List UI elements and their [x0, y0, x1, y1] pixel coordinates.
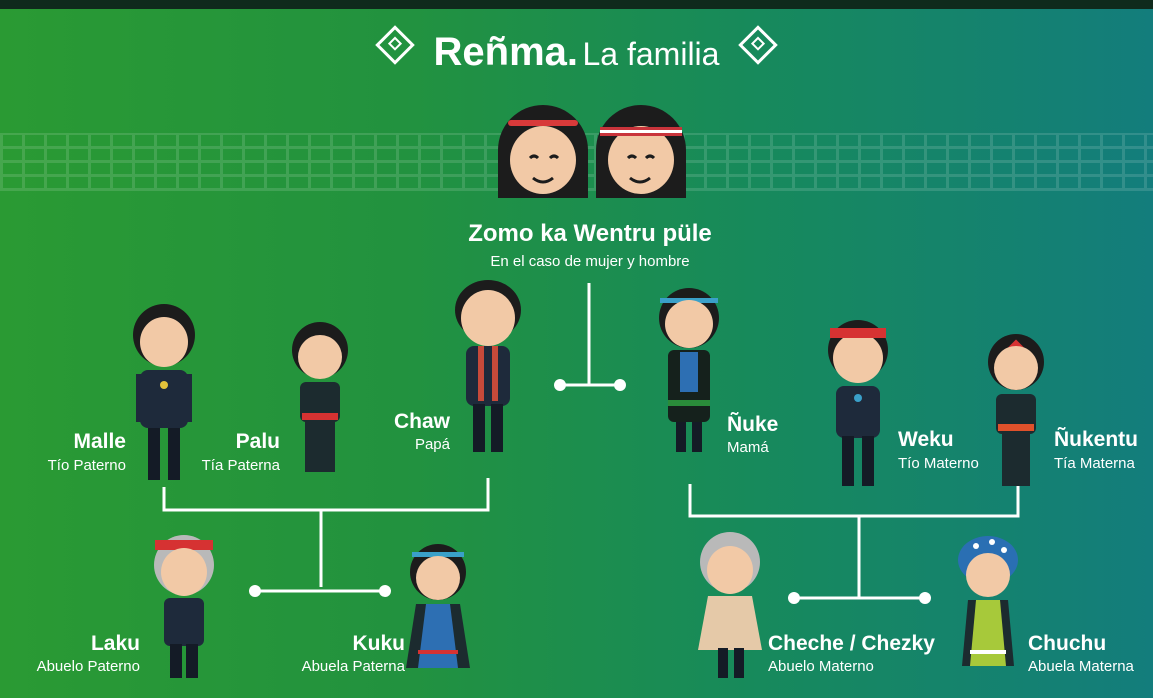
couple-description: En el caso de mujer y hombre	[490, 253, 690, 270]
chuchu-figure	[958, 536, 1018, 666]
nuke-name: Ñuke	[727, 413, 779, 436]
nuke-role: Mamá	[727, 439, 769, 456]
malle-role: Tío Paterno	[47, 457, 126, 474]
chuchu-role: Abuela Materna	[1028, 658, 1134, 675]
diamond-ornament-icon	[375, 25, 415, 65]
nuke-figure	[659, 288, 719, 452]
malle-name: Malle	[73, 430, 126, 453]
kuku-figure	[406, 544, 470, 668]
weku-figure	[828, 320, 888, 486]
laku-role: Abuelo Paterno	[36, 658, 140, 675]
cheche-name: Cheche / Chezky	[768, 632, 935, 655]
title-sub: La familia	[582, 36, 720, 72]
kuku-role: Abuela Paterna	[301, 658, 405, 675]
diamond-ornament-icon	[738, 25, 778, 65]
palu-role: Tía Paterna	[201, 457, 280, 474]
couple-faces	[498, 105, 686, 198]
title-main: Reñma.	[433, 30, 579, 74]
malle-figure	[133, 304, 195, 480]
palu-figure	[292, 322, 348, 472]
chaw-role: Papá	[414, 436, 450, 453]
nukentu-role: Tía Materna	[1054, 455, 1135, 472]
chaw-figure	[455, 280, 521, 452]
laku-name: Laku	[90, 632, 140, 655]
chaw-name: Chaw	[393, 410, 450, 433]
page-title: Reñma. La familia	[0, 25, 1153, 86]
nukentu-name: Ñukentu	[1054, 428, 1138, 451]
palu-name: Palu	[235, 430, 280, 453]
couple-name: Zomo ka Wentru püle	[468, 220, 712, 247]
cheche-role: Abuelo Materno	[768, 658, 874, 675]
chuchu-name: Chuchu	[1028, 632, 1107, 655]
top-border	[0, 0, 1153, 9]
weku-name: Weku	[898, 428, 954, 451]
weku-role: Tío Materno	[898, 455, 979, 472]
laku-figure	[154, 535, 214, 678]
kuku-name: Kuku	[352, 632, 406, 655]
cheche-figure	[698, 532, 762, 678]
nukentu-figure	[988, 334, 1044, 486]
